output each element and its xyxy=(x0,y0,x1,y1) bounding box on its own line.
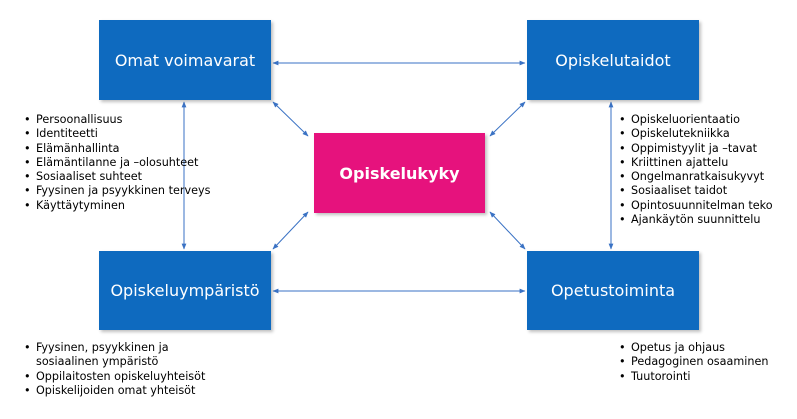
box-label: Opetustoiminta xyxy=(550,281,676,300)
list-item: Oppilaitosten opiskeluyhteisöt xyxy=(24,370,205,385)
list-item: Opintosuunnitelman teko xyxy=(619,199,773,214)
list-opiskelutaidot: Opiskeluorientaatio Opiskelutekniikka Op… xyxy=(619,113,773,228)
list-item: Opetus ja ohjaus xyxy=(619,341,768,356)
box-omat-voimavarat: Omat voimavarat xyxy=(99,20,271,100)
list-item: Fyysinen ja psyykkinen terveys xyxy=(24,184,210,199)
list-item: Kriittinen ajattelu xyxy=(619,156,773,171)
list-opetustoiminta: Opetus ja ohjaus Pedagoginen osaaminen T… xyxy=(619,341,768,384)
box-opiskelukyky: Opiskelukyky xyxy=(314,133,485,213)
list-item: Tuutorointi xyxy=(619,370,768,385)
arrow-diag-bottom-right xyxy=(489,211,526,250)
list-item: Ongelmanratkaisukyvyt xyxy=(619,170,773,185)
box-opiskelutaidot: Opiskelutaidot xyxy=(527,20,699,100)
list-item: Opiskeluorientaatio xyxy=(619,113,773,128)
arrow-diag-top-left xyxy=(272,101,309,137)
list-omat-voimavarat: Persoonallisuus Identiteetti Elämänhalli… xyxy=(24,113,210,213)
list-item: Oppimistyylit ja –tavat xyxy=(619,142,773,157)
list-item: Sosiaaliset suhteet xyxy=(24,170,210,185)
list-item: Elämäntilanne ja –olosuhteet xyxy=(24,156,210,171)
arrow-diag-bottom-left xyxy=(272,211,309,250)
list-item: Fyysinen, psyykkinen ja sosiaalinen ympä… xyxy=(24,341,199,370)
list-opiskeluymparisto: Fyysinen, psyykkinen ja sosiaalinen ympä… xyxy=(24,341,205,399)
list-item: Identiteetti xyxy=(24,127,210,142)
box-opiskeluymparisto: Opiskeluympäristö xyxy=(99,251,271,330)
box-label: Opiskeluympäristö xyxy=(110,281,260,300)
box-opetustoiminta: Opetustoiminta xyxy=(527,251,699,330)
list-item: Elämänhallinta xyxy=(24,142,210,157)
box-label: Opiskelukyky xyxy=(339,163,460,183)
box-label: Omat voimavarat xyxy=(114,50,256,70)
list-item: Käyttäytyminen xyxy=(24,199,210,214)
list-item: Ajankäytön suunnittelu xyxy=(619,213,773,228)
list-item: Opiskelutekniikka xyxy=(619,127,773,142)
arrow-diag-top-right xyxy=(489,101,526,137)
box-label: Opiskelutaidot xyxy=(555,50,671,70)
list-item: Sosiaaliset taidot xyxy=(619,184,773,199)
list-item: Persoonallisuus xyxy=(24,113,210,128)
list-item: Opiskelijoiden omat yhteisöt xyxy=(24,384,199,399)
list-item: Pedagoginen osaaminen xyxy=(619,355,768,370)
